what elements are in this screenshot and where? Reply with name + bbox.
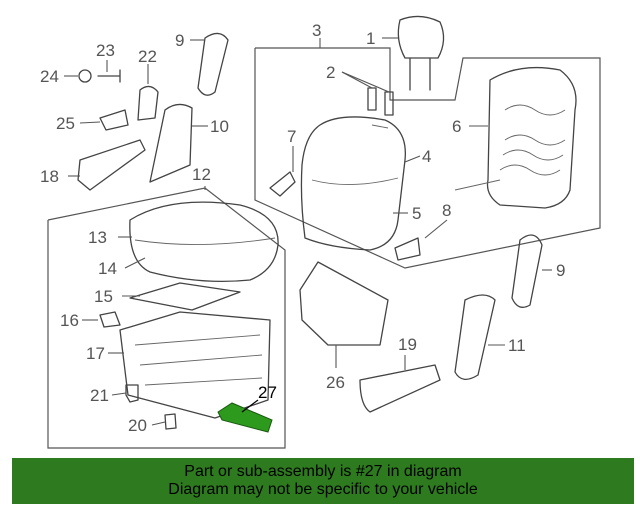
- callout-3: 3: [312, 21, 321, 40]
- callout-23: 23: [96, 41, 115, 60]
- callout-18: 18: [40, 167, 59, 186]
- part-9-lower: [511, 234, 543, 308]
- part-22: [137, 85, 159, 121]
- callout-5: 5: [412, 204, 421, 223]
- callout-10: 10: [210, 117, 229, 136]
- part-2-guides: [367, 87, 394, 116]
- callout-11: 11: [508, 336, 526, 355]
- part-7: [269, 171, 296, 197]
- callout-17: 17: [86, 344, 105, 363]
- callout-8: 8: [442, 201, 451, 220]
- part-9-upper: [197, 32, 229, 96]
- headrest-part: [397, 15, 445, 91]
- part-10: [149, 103, 193, 183]
- callout-14: 14: [98, 259, 117, 278]
- part-16: [99, 311, 121, 328]
- part-25: [99, 109, 129, 131]
- banner-line-2: Diagram may not be specific to your vehi…: [168, 481, 478, 498]
- callout-25: 25: [56, 114, 75, 133]
- part-26: [299, 261, 389, 346]
- seatback-frame-part: [454, 66, 577, 209]
- cushion-pad-part: [129, 282, 241, 311]
- callout-16: 16: [60, 311, 79, 330]
- callout-12: 12: [192, 165, 211, 184]
- banner-line-1: Part or sub-assembly is #27 in diagram: [184, 463, 462, 480]
- callout-20: 20: [128, 416, 147, 435]
- part-24: [78, 69, 92, 83]
- seatback-assembly-frame: [254, 47, 601, 269]
- part-20: [164, 413, 177, 430]
- leader-lines: [64, 37, 552, 426]
- info-banner: Part or sub-assembly is #27 in diagram D…: [12, 458, 634, 504]
- seatback-part: [300, 116, 406, 251]
- callout-26: 26: [326, 373, 345, 392]
- callout-19: 19: [398, 335, 417, 354]
- part-11: [454, 294, 496, 380]
- part-23: [97, 69, 121, 83]
- part-27-highlighted: [217, 402, 273, 433]
- callout-24: 24: [40, 67, 59, 86]
- part-18: [77, 139, 146, 191]
- callout-15: 15: [94, 287, 113, 306]
- cushion-frame-part: [119, 311, 271, 419]
- callout-27: 27: [258, 383, 277, 402]
- callout-7: 7: [287, 127, 296, 146]
- callout-22: 22: [138, 47, 157, 66]
- part-19: [359, 364, 441, 413]
- callout-6: 6: [452, 117, 461, 136]
- cushion-part: [129, 201, 279, 283]
- callout-9-lower: 9: [556, 261, 565, 280]
- callout-2: 2: [326, 63, 335, 82]
- callout-4: 4: [422, 147, 431, 166]
- cushion-assembly-frame: [47, 187, 286, 449]
- seat-parts-diagram: 1 2 3 4 5 6 7 8 9 9 10 11 12 13 14 15 16…: [40, 15, 601, 449]
- callout-13: 13: [88, 228, 107, 247]
- callout-21: 21: [90, 386, 109, 405]
- callout-1: 1: [366, 29, 375, 48]
- callout-9-upper: 9: [175, 31, 184, 50]
- part-8: [394, 237, 421, 261]
